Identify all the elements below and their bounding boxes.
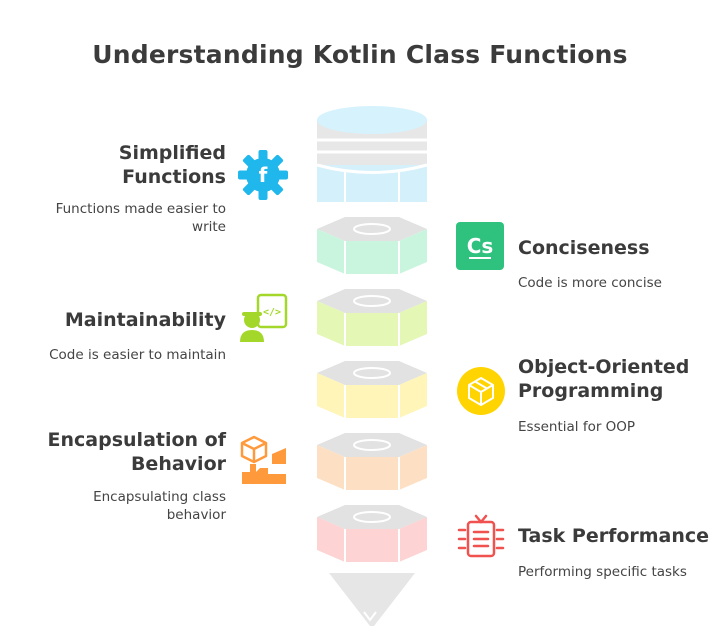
gear-f-icon: f [238, 150, 288, 200]
maintainability-description: Code is easier to maintain [49, 346, 226, 364]
heading-line: Programming [518, 380, 664, 402]
heading-line: Task Performance [518, 525, 710, 547]
cs-badge-icon: Cs [456, 222, 504, 270]
description-line: Essential for OOP [518, 419, 636, 435]
simplified-functions-description: Functions made easier to write [56, 200, 226, 236]
conciseness-heading: Conciseness [518, 236, 650, 260]
page-title: Understanding Kotlin Class Functions [92, 40, 628, 69]
conciseness-description: Code is more concise [518, 274, 662, 292]
description-line: Encapsulating class [93, 489, 226, 505]
svg-text:f: f [259, 163, 268, 187]
heading-line: Simplified [118, 142, 226, 164]
description-line: write [192, 219, 226, 235]
heading-line: Conciseness [518, 237, 650, 259]
oop-heading: Object-Oriented Programming [518, 355, 689, 403]
stack-layer-5-hexagon [317, 433, 427, 490]
encapsulation-heading: Encapsulation of Behavior [48, 428, 226, 476]
developer-code-icon: </> [240, 293, 288, 342]
heading-line: Functions [122, 166, 226, 188]
svg-text:</>: </> [263, 307, 281, 318]
maintainability-heading: Maintainability [65, 308, 226, 332]
description-line: behavior [166, 507, 226, 523]
heading-line: Object-Oriented [518, 356, 690, 378]
simplified-functions-heading: Simplified Functions [119, 141, 226, 189]
stack-layer-1-cylinder [316, 106, 428, 202]
heading-line: Maintainability [64, 309, 226, 331]
task-performance-heading: Task Performance [518, 524, 709, 548]
stack-layer-3-hexagon [317, 289, 427, 346]
cube-circle-icon [457, 367, 505, 415]
stack-layer-6-hexagon [317, 505, 427, 562]
encapsulation-description: Encapsulating class behavior [93, 488, 226, 524]
heading-line: Behavior [130, 453, 226, 475]
stack-layer-2-hexagon [317, 217, 427, 274]
description-line: Code is easier to maintain [49, 347, 226, 363]
stack-layer-4-hexagon [317, 361, 427, 418]
oop-description: Essential for OOP [518, 418, 635, 436]
description-line: Performing specific tasks [518, 564, 687, 580]
heading-line: Encapsulation of [47, 429, 226, 451]
task-list-icon [457, 514, 505, 558]
description-line: Code is more concise [518, 275, 662, 291]
task-performance-description: Performing specific tasks [518, 563, 687, 581]
box-hand-icon [240, 435, 286, 484]
svg-text:Cs: Cs [467, 234, 494, 258]
description-line: Functions made easier to [55, 201, 226, 217]
stack-bottom-tip [329, 573, 415, 626]
